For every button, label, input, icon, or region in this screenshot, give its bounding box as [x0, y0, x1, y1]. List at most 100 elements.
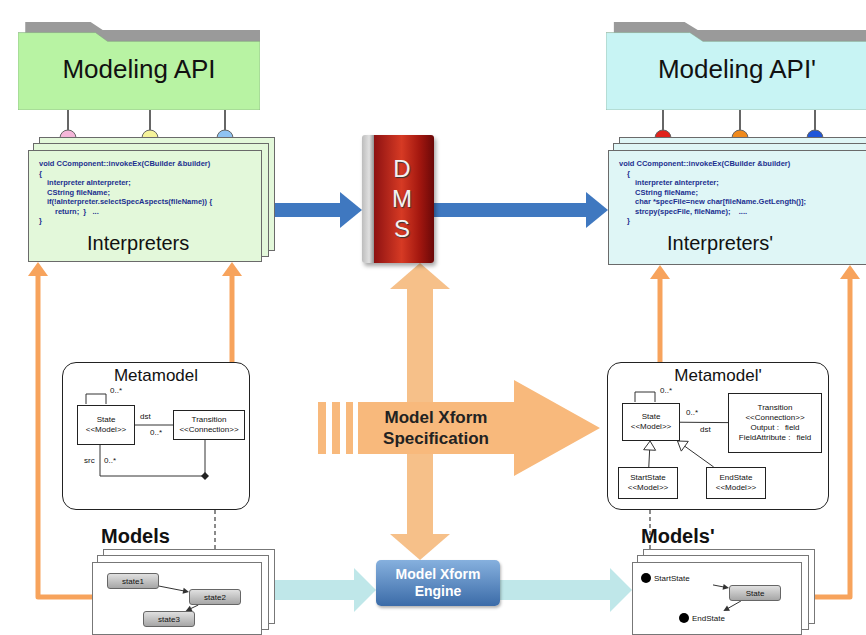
code-line: return; } ... — [55, 207, 251, 217]
uml-text: State — [642, 412, 661, 422]
arrow-head — [222, 262, 242, 276]
state-box: state1 — [107, 573, 159, 589]
state-box: State — [729, 585, 781, 601]
interface-port — [60, 130, 76, 146]
server-box: DMS — [362, 135, 434, 263]
code-line: CString fileName; — [47, 188, 251, 198]
attribute-row: <<Connection>> — [745, 413, 804, 423]
uml-class: EndState<<Model>> — [706, 467, 766, 499]
state-dot — [641, 573, 651, 583]
multiplicity-label: 0..* — [150, 428, 162, 437]
arrow-head — [210, 554, 220, 562]
connector — [159, 586, 184, 591]
multiplicity-label: 0..* — [686, 408, 698, 417]
connector — [135, 425, 173, 426]
folder-front — [606, 33, 866, 110]
multiplicity-label: 0..* — [110, 386, 122, 395]
arrow-head — [28, 262, 48, 276]
uml-text: <<Connection>> — [179, 425, 238, 435]
connector — [658, 277, 663, 362]
code-line: } — [627, 216, 857, 226]
sheet-title: Interpreters' — [619, 232, 857, 255]
code-line: void CComponent::invokeEx(CBuilder &buil… — [619, 159, 857, 169]
uml-text: field — [785, 423, 800, 433]
code-line: strcpy(specFile, fileName); .... — [635, 207, 857, 217]
uml-class: Transition<<Connection>>Output :fieldFie… — [728, 393, 822, 453]
connector — [713, 585, 724, 587]
uml-class: Transition<<Connection>> — [173, 410, 245, 440]
arrow-head — [650, 265, 670, 279]
uml-class: StartState<<Model>> — [618, 467, 678, 499]
connector — [648, 449, 650, 467]
connector — [262, 580, 357, 600]
node-text: Model Xform Engine — [383, 566, 493, 600]
node-text: state2 — [204, 593, 226, 602]
multiplicity-label: dst — [700, 425, 711, 434]
folder-front — [18, 33, 260, 110]
uml-text: StartState — [630, 473, 666, 483]
interface-port — [142, 130, 158, 146]
folder-title: Modeling API' — [658, 54, 816, 110]
connector — [214, 510, 216, 555]
node-text: state1 — [122, 577, 144, 586]
transform-arrow: Model Xform Specification — [318, 380, 600, 476]
composition-diamond — [201, 472, 209, 480]
multiplicity-label: 0..* — [104, 456, 116, 465]
models-title: Models — [101, 525, 170, 549]
connector — [500, 580, 613, 600]
uml-text: <<Model>> — [628, 483, 668, 493]
connector — [190, 605, 198, 609]
code-line: interpreter aInterpreter; — [635, 178, 857, 188]
multiplicity-label: 0..* — [660, 386, 672, 395]
attribute-row: Transition — [758, 403, 793, 413]
interface-port — [217, 130, 233, 146]
uml-text: <<Connection>> — [745, 413, 804, 423]
arrow-head — [390, 263, 450, 289]
end-state: EndState — [679, 611, 743, 625]
uml-text: Transition — [758, 403, 793, 413]
attribute-row: Output : field — [750, 423, 799, 433]
arrow-head — [645, 554, 655, 562]
multiplicity-label: src — [84, 456, 95, 465]
model-pages: Models'StartStateStateEndState — [632, 562, 802, 635]
folder-title: Modeling API — [62, 54, 215, 110]
uml-text: Output : — [750, 423, 778, 433]
connector — [684, 445, 714, 467]
api-folder: Modeling API' — [606, 22, 866, 110]
uml-text: State — [97, 415, 116, 425]
state-dot — [679, 613, 689, 623]
connector — [262, 203, 343, 217]
connector — [434, 203, 589, 217]
arrow-head — [610, 568, 632, 612]
node-text: state3 — [158, 615, 180, 624]
models-title: Models' — [641, 525, 715, 549]
big-arrow-body — [318, 380, 600, 476]
self-loop — [86, 394, 106, 404]
connector — [230, 274, 235, 362]
state-label: StartState — [654, 574, 690, 583]
box-title: Metamodel' — [674, 363, 761, 386]
arrow-label: Model Xform Specification — [358, 407, 514, 449]
code-line: CString fileName; — [635, 188, 857, 198]
box-title: Metamodel — [114, 363, 198, 386]
connector — [728, 601, 741, 608]
uml-text: <<Model>> — [86, 425, 126, 435]
sheet-title: Interpreters — [39, 232, 251, 255]
arrow-head — [586, 192, 608, 228]
api-folder: Modeling API — [18, 22, 260, 110]
uml-text: FieldAttribute : — [739, 433, 791, 443]
big-arrow-shape — [318, 380, 600, 476]
server-letter: S — [394, 214, 410, 244]
arrow-head — [390, 534, 450, 560]
uml-text: field — [796, 433, 811, 443]
code-line: interpreter aInterpreter; — [47, 178, 251, 188]
interface-port — [807, 130, 823, 146]
interface-port — [732, 130, 748, 146]
code-sheet: void CComponent::invokeEx(CBuilder &buil… — [608, 150, 866, 265]
start-state: StartState — [641, 571, 713, 585]
connector — [680, 422, 728, 423]
state-box: state3 — [143, 611, 195, 627]
model-pages: Modelsstate1state2state3 — [92, 562, 262, 635]
server-letter: M — [392, 184, 412, 214]
